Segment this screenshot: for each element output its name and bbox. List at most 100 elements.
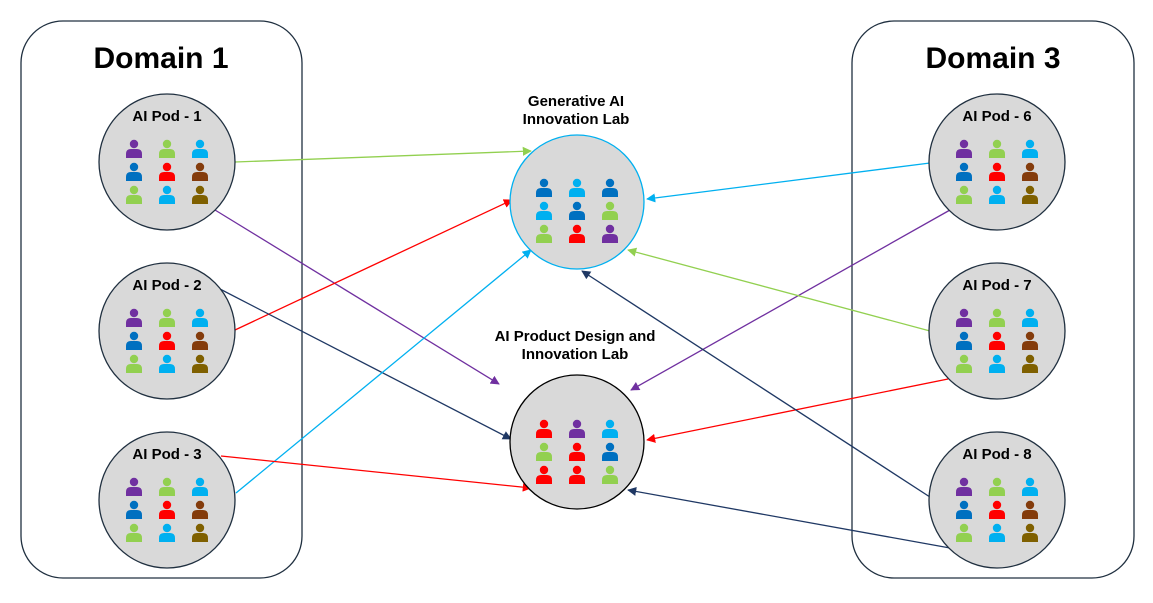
pod-1-members [126,139,208,204]
pod-7-person-icon-2 [989,308,1005,327]
pod-2-person-icon-9 [192,354,208,373]
pod-1-person-icon-9 [192,185,208,204]
pod-8-node[interactable]: AI Pod - 8 [928,431,1066,569]
pod-7-person-icon-6 [1022,331,1038,350]
pod-3-members [126,477,208,542]
pod-3-node[interactable]: AI Pod - 3 [98,431,236,569]
pod-3-person-icon-5 [159,500,175,519]
lab-product-person-icon-3 [602,419,618,438]
pod-3-person-icon-2 [159,477,175,496]
pod-8-person-icon-4 [956,500,972,519]
pod-8-person-icon-5 [989,500,1005,519]
lab-genai-person-icon-9 [602,224,618,243]
pod-3-person-icon-8 [159,523,175,542]
pod-1-person-icon-7 [126,185,142,204]
pod-8-label: AI Pod - 8 [962,446,1031,463]
pod-8-person-icon-1 [956,477,972,496]
arrow-pod-7-to-lab-genai [627,247,931,332]
pod-2-person-icon-7 [126,354,142,373]
pod-3-person-icon-6 [192,500,208,519]
lab-genai-person-icon-1 [536,178,552,197]
lab-genai-person-icon-8 [569,224,585,243]
pod-1-person-icon-5 [159,162,175,181]
pod-6-person-icon-7 [956,185,972,204]
pod-6-person-icon-5 [989,162,1005,181]
lab-genai-members [536,178,618,243]
nodes-layer: AI Pod - 1 AI Pod - 2 AI Pod - 3 AI Pod … [98,93,1066,569]
arrow-pod-2-to-lab-product [217,287,512,440]
lab-product-person-icon-4 [536,442,552,461]
pod-8-person-icon-9 [1022,523,1038,542]
domain-3-border [851,20,1135,579]
pod-1-person-icon-1 [126,139,142,158]
lab-product-node[interactable]: AI Product Design and Innovation Lab [495,328,656,510]
pod-8-person-icon-6 [1022,500,1038,519]
pod-1-person-icon-4 [126,162,142,181]
pod-6-person-icon-4 [956,162,972,181]
lab-genai-person-icon-3 [602,178,618,197]
pod-7-label: AI Pod - 7 [962,277,1031,294]
pod-6-person-icon-2 [989,139,1005,158]
pod-2-members [126,308,208,373]
arrow-pod-7-to-lab-product [646,378,949,443]
domain-1-title: Domain 1 [93,42,228,75]
arrow-pod-3-to-lab-product [220,455,532,492]
pod-8-members [956,477,1038,542]
pod-6-person-icon-1 [956,139,972,158]
pod-7-person-icon-9 [1022,354,1038,373]
lab-genai-title-line-1: Generative AI [528,93,624,110]
lab-genai-node[interactable]: Generative AI Innovation Lab [509,93,645,270]
pod-6-person-icon-6 [1022,162,1038,181]
lab-product-circle[interactable] [509,374,645,510]
pod-1-person-icon-8 [159,185,175,204]
lab-product-person-icon-7 [536,465,552,484]
domain-3-container: Domain 3 [851,20,1135,579]
pod-7-person-icon-3 [1022,308,1038,327]
pod-7-person-icon-8 [989,354,1005,373]
lab-genai-person-icon-2 [569,178,585,197]
pod-2-node[interactable]: AI Pod - 2 [98,262,236,400]
pod-6-person-icon-9 [1022,185,1038,204]
pod-2-person-icon-5 [159,331,175,350]
arrow-pod-8-to-lab-product [627,486,951,549]
arrow-pod-6-to-lab-genai [646,162,931,203]
pod-6-label: AI Pod - 6 [962,108,1031,125]
pod-7-person-icon-4 [956,331,972,350]
pod-3-person-icon-9 [192,523,208,542]
pod-2-person-icon-6 [192,331,208,350]
pod-7-node[interactable]: AI Pod - 7 [928,262,1066,400]
pod-1-label: AI Pod - 1 [132,108,201,125]
pod-3-label: AI Pod - 3 [132,446,201,463]
pod-1-person-icon-3 [192,139,208,158]
lab-product-person-icon-1 [536,419,552,438]
connections-layer [214,146,951,549]
pod-8-person-icon-2 [989,477,1005,496]
lab-product-title-line-1: AI Product Design and [495,328,656,345]
pod-3-person-icon-1 [126,477,142,496]
arrow-pod-8-to-lab-genai [581,270,934,500]
pod-1-node[interactable]: AI Pod - 1 [98,93,236,231]
lab-product-person-icon-8 [569,465,585,484]
pod-8-person-icon-7 [956,523,972,542]
lab-product-person-icon-6 [602,442,618,461]
pod-6-person-icon-3 [1022,139,1038,158]
pod-8-person-icon-8 [989,523,1005,542]
lab-product-title-line-2: Innovation Lab [522,346,629,363]
arrow-pod-3-to-lab-genai [235,249,532,494]
pod-8-person-icon-3 [1022,477,1038,496]
arrow-pod-2-to-lab-genai [234,199,513,331]
arrow-pod-6-to-lab-product [630,209,951,391]
pod-2-person-icon-8 [159,354,175,373]
lab-genai-person-icon-6 [602,201,618,220]
pod-2-person-icon-3 [192,308,208,327]
pod-6-node[interactable]: AI Pod - 6 [928,93,1066,231]
pod-7-person-icon-7 [956,354,972,373]
pod-1-person-icon-6 [192,162,208,181]
domain-3-title: Domain 3 [925,42,1060,75]
pod-2-person-icon-1 [126,308,142,327]
arrow-pod-1-to-lab-product [214,209,500,385]
lab-product-members [536,419,618,484]
lab-genai-person-icon-4 [536,201,552,220]
lab-product-person-icon-9 [602,465,618,484]
